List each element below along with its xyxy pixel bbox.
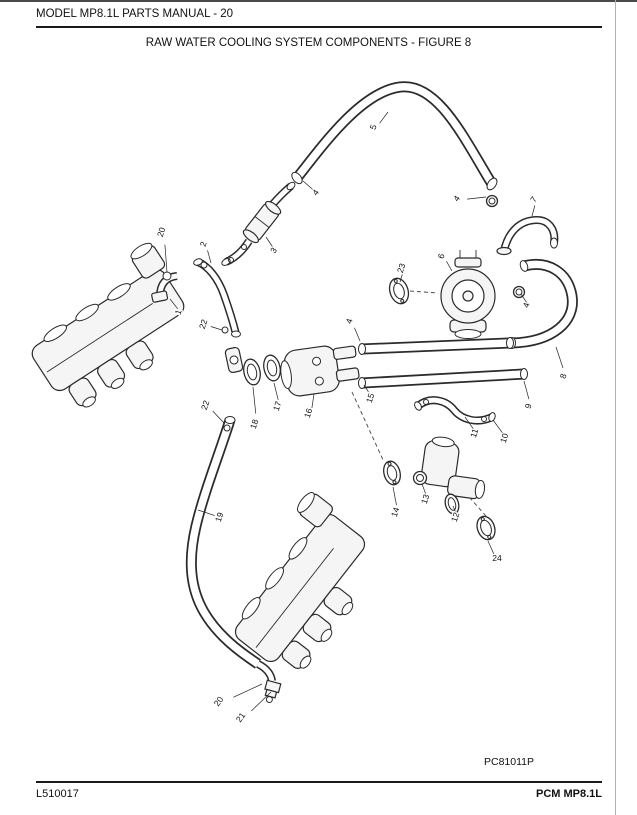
callout-leader-21 <box>251 691 272 712</box>
part-21-elbow-fitting <box>256 660 282 704</box>
callout-15: 15 <box>364 392 377 404</box>
callout-6: 6 <box>436 252 447 260</box>
callout-19: 19 <box>213 511 226 523</box>
footer-document-number: L510017 <box>36 788 79 800</box>
callout-leader-4 <box>354 327 361 342</box>
header-divider <box>36 26 602 28</box>
callout-leader-13 <box>421 483 427 496</box>
part-17-gasket <box>263 354 281 382</box>
part-2-hose <box>193 258 241 338</box>
callout-leader-8 <box>555 346 564 369</box>
callout-leader-9 <box>523 380 530 400</box>
part-12-gasket <box>444 493 460 515</box>
figure-title: RAW WATER COOLING SYSTEM COMPONENTS - FI… <box>145 37 472 49</box>
part-4-oring-top <box>485 194 499 208</box>
callout-leader-1 <box>169 298 178 310</box>
callout-leader-4 <box>302 180 314 191</box>
callout-leader-19 <box>197 509 215 516</box>
part-18-flange-fitting <box>224 346 244 374</box>
part-15-tube-upper <box>358 337 514 355</box>
callout-5: 5 <box>368 123 379 131</box>
part-23-gasket <box>388 277 410 305</box>
callout-leader-16 <box>311 393 315 409</box>
callout-2: 2 <box>198 240 209 248</box>
figure-code: PC81011P <box>484 756 535 768</box>
callout-10: 10 <box>498 432 511 444</box>
callout-9: 9 <box>523 402 534 410</box>
part-24-gasket <box>476 515 496 541</box>
callout-22: 22 <box>199 399 212 411</box>
callout-leader-4 <box>467 196 487 200</box>
callout-4: 4 <box>521 301 532 309</box>
callout-4: 4 <box>310 187 321 197</box>
callout-leader-20 <box>164 244 168 273</box>
page-right-edge <box>615 0 616 815</box>
callout-leader-22 <box>212 410 225 424</box>
callout-21: 21 <box>234 710 248 724</box>
part-exhaust-manifold-lower <box>234 492 366 669</box>
part-13-housing <box>420 436 486 500</box>
page-title: MODEL MP8.1L PARTS MANUAL - 20 <box>36 8 234 20</box>
part-14-gasket <box>383 460 401 486</box>
callout-leader-7 <box>531 205 536 217</box>
page-top-edge <box>0 0 637 2</box>
part-exhaust-manifold-upper <box>31 242 185 408</box>
callout-leader-6 <box>446 261 453 272</box>
callout-leader-2 <box>207 250 212 264</box>
callout-leader-4 <box>520 293 527 303</box>
part-10-hose <box>414 396 496 425</box>
callout-leader-17 <box>273 382 279 400</box>
part-13-fitting <box>412 470 428 486</box>
part-1-elbow-fitting <box>151 271 178 303</box>
part-6-water-pump <box>440 250 496 339</box>
callout-leader-20 <box>233 683 263 698</box>
callout-3: 3 <box>268 245 279 255</box>
part-4-oring-pump <box>512 285 526 299</box>
callout-12: 12 <box>449 511 462 523</box>
callout-8: 8 <box>558 372 569 380</box>
callout-leader-12 <box>452 505 457 515</box>
callout-20: 20 <box>212 694 226 708</box>
parts-diagram: 5 4 4 7 3 2 20 1 22 23 6 4 4 8 9 15 16 17 18 22 11 10 13 14 12 24… <box>31 81 578 725</box>
callout-4: 4 <box>451 193 462 203</box>
callout-leader-3 <box>265 236 274 248</box>
callout-leader-22 <box>210 326 223 331</box>
callout-leader-15 <box>363 384 371 395</box>
callout-7: 7 <box>528 194 539 204</box>
part-18-gasket <box>243 358 261 386</box>
callout-20: 20 <box>155 226 168 238</box>
callout-23: 23 <box>395 262 408 274</box>
callout-4: 4 <box>344 317 355 325</box>
callout-13: 13 <box>419 493 432 505</box>
callout-leader-24 <box>487 540 495 556</box>
callout-24: 24 <box>492 553 502 563</box>
callout-16: 16 <box>302 407 315 419</box>
part-19-hose <box>185 416 262 669</box>
callout-17: 17 <box>271 400 284 412</box>
callout-leader-10 <box>492 419 504 434</box>
part-8-pipe <box>508 259 578 349</box>
part-7-elbow <box>496 215 559 256</box>
callout-leader-11 <box>464 416 474 430</box>
callout-leader-5 <box>379 111 389 124</box>
callout-22: 22 <box>197 318 210 330</box>
part-5-hose <box>291 81 498 191</box>
callout-11: 11 <box>468 427 480 439</box>
callout-leader-14 <box>392 486 397 506</box>
footer-divider <box>36 781 602 783</box>
callout-leader-18 <box>252 386 257 414</box>
callout-leader-23 <box>399 272 404 283</box>
part-16-housing <box>280 345 360 397</box>
callout-14: 14 <box>389 506 402 518</box>
callout-1: 1 <box>173 308 184 316</box>
callout-18: 18 <box>248 418 261 430</box>
part-9-tube-lower <box>358 368 528 389</box>
footer-model-label: PCM MP8.1L <box>535 788 602 800</box>
part-3-check-valve <box>221 181 296 266</box>
